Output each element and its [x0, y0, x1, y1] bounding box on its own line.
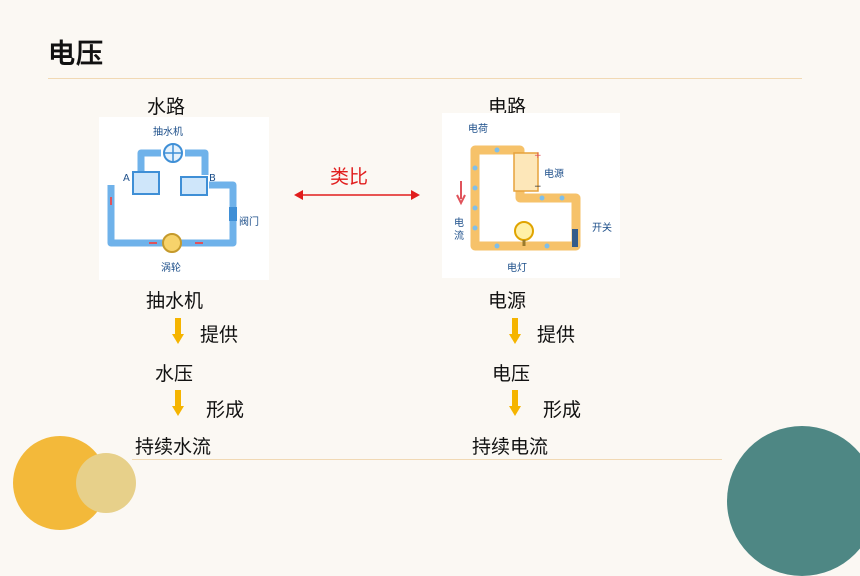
- water-circuit-graphic: 抽水机 A B 阀门 涡轮: [107, 125, 259, 274]
- water-relation-1: 提供: [200, 324, 239, 346]
- double-arrow-icon: [294, 190, 420, 200]
- circuit-relation-1: 提供: [537, 324, 576, 346]
- water-relation-2: 形成: [206, 399, 245, 421]
- circuit-heading: 电路: [488, 96, 527, 118]
- turbine-label: 涡轮: [161, 261, 181, 274]
- title-divider: [48, 78, 802, 79]
- water-step-1: 抽水机: [146, 290, 204, 312]
- lamp-label: 电灯: [507, 261, 527, 274]
- water-circuit-diagram: 抽水机 A B 阀门 涡轮: [99, 117, 269, 280]
- decorative-circle-beige: [76, 453, 136, 513]
- charge-label: 电荷: [468, 122, 488, 135]
- electric-circuit-diagram: 电荷 + − 电源 开关 电 流 电灯: [442, 113, 620, 278]
- analogy-label: 类比: [330, 166, 369, 188]
- down-arrow-icon: [509, 390, 521, 416]
- valve-label: 阀门: [239, 215, 259, 228]
- water-heading: 水路: [147, 96, 186, 118]
- down-arrow-icon: [172, 318, 184, 344]
- tank-a-label: A: [123, 173, 130, 184]
- source-label: 电源: [544, 167, 564, 180]
- current-label-1: 电: [454, 216, 464, 229]
- down-arrow-icon: [509, 318, 521, 344]
- circuit-step-3: 持续电流: [472, 436, 549, 458]
- tank-b-label: B: [209, 173, 216, 184]
- electric-circuit-graphic: 电荷 + − 电源 开关 电 流 电灯: [454, 122, 612, 274]
- circuit-step-1: 电源: [488, 290, 527, 312]
- decorative-circle-teal: [727, 426, 860, 576]
- plus-sign: +: [534, 151, 542, 161]
- circuit-relation-2: 形成: [543, 399, 582, 421]
- water-step-3: 持续水流: [135, 436, 212, 458]
- slide-title: 电压: [48, 39, 104, 70]
- minus-sign: −: [534, 182, 542, 192]
- switch-label: 开关: [592, 221, 612, 234]
- pump-label: 抽水机: [153, 125, 183, 138]
- water-step-2: 水压: [155, 363, 194, 385]
- footer-divider: [132, 459, 722, 460]
- circuit-step-2: 电压: [492, 363, 531, 385]
- current-label-2: 流: [454, 229, 464, 242]
- down-arrow-icon: [172, 390, 184, 416]
